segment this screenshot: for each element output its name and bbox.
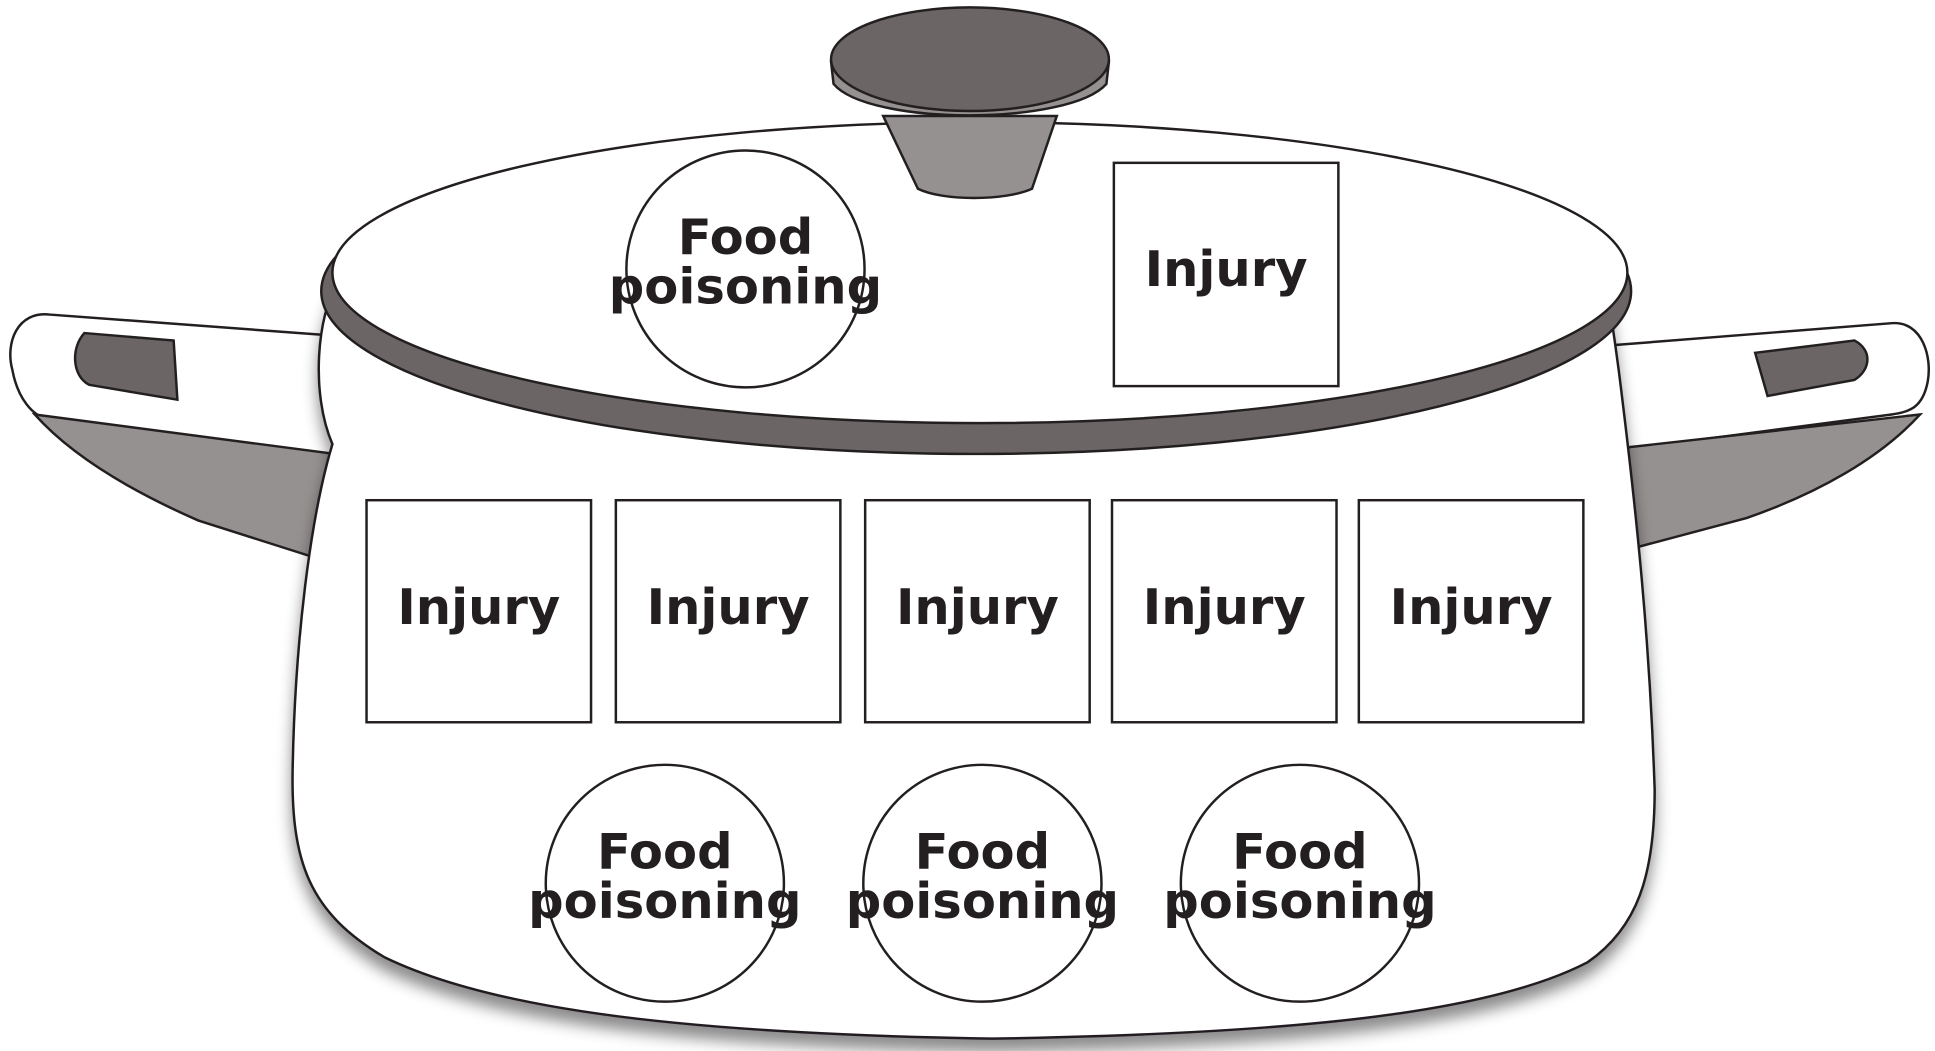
- injury-square: Injury: [365, 498, 593, 724]
- food-poisoning-label-line1: Food: [597, 823, 733, 881]
- food-poisoning-circle: Food poisoning: [846, 763, 1119, 1003]
- injury-label: Injury: [647, 578, 810, 636]
- injury-square: Injury: [863, 498, 1091, 724]
- injury-square: Injury: [614, 498, 842, 724]
- right-handle: [1608, 321, 1930, 553]
- injury-square: Injury: [1357, 498, 1585, 724]
- left-handle: [9, 313, 337, 562]
- injury-label: Injury: [896, 578, 1059, 636]
- body-food-poisoning-row: Food poisoning Food poisoning Food poiso…: [528, 763, 1437, 1003]
- lid-injury-square: Injury: [1112, 161, 1340, 388]
- injury-square: Injury: [1110, 498, 1338, 724]
- injury-label: Injury: [1143, 578, 1306, 636]
- food-poisoning-label-line1: Food: [678, 208, 814, 266]
- food-poisoning-circle: Food poisoning: [528, 763, 802, 1003]
- injury-label: Injury: [1390, 578, 1553, 636]
- injury-label: Injury: [1145, 240, 1308, 298]
- food-poisoning-label-line1: Food: [1232, 823, 1368, 881]
- food-poisoning-label-line1: Food: [915, 823, 1051, 881]
- injury-label: Injury: [397, 578, 560, 636]
- food-poisoning-circle: Food poisoning: [1163, 763, 1437, 1003]
- food-poisoning-label-line2: poisoning: [528, 872, 801, 930]
- body-injury-row: Injury Injury Injury Injury Injury: [365, 498, 1585, 724]
- lid-food-poisoning-circle: Food poisoning: [609, 149, 882, 389]
- lid-knob: [829, 6, 1111, 200]
- food-poisoning-label-line2: poisoning: [609, 258, 882, 316]
- food-poisoning-label-line2: poisoning: [846, 872, 1119, 930]
- food-poisoning-label-line2: poisoning: [1163, 872, 1436, 930]
